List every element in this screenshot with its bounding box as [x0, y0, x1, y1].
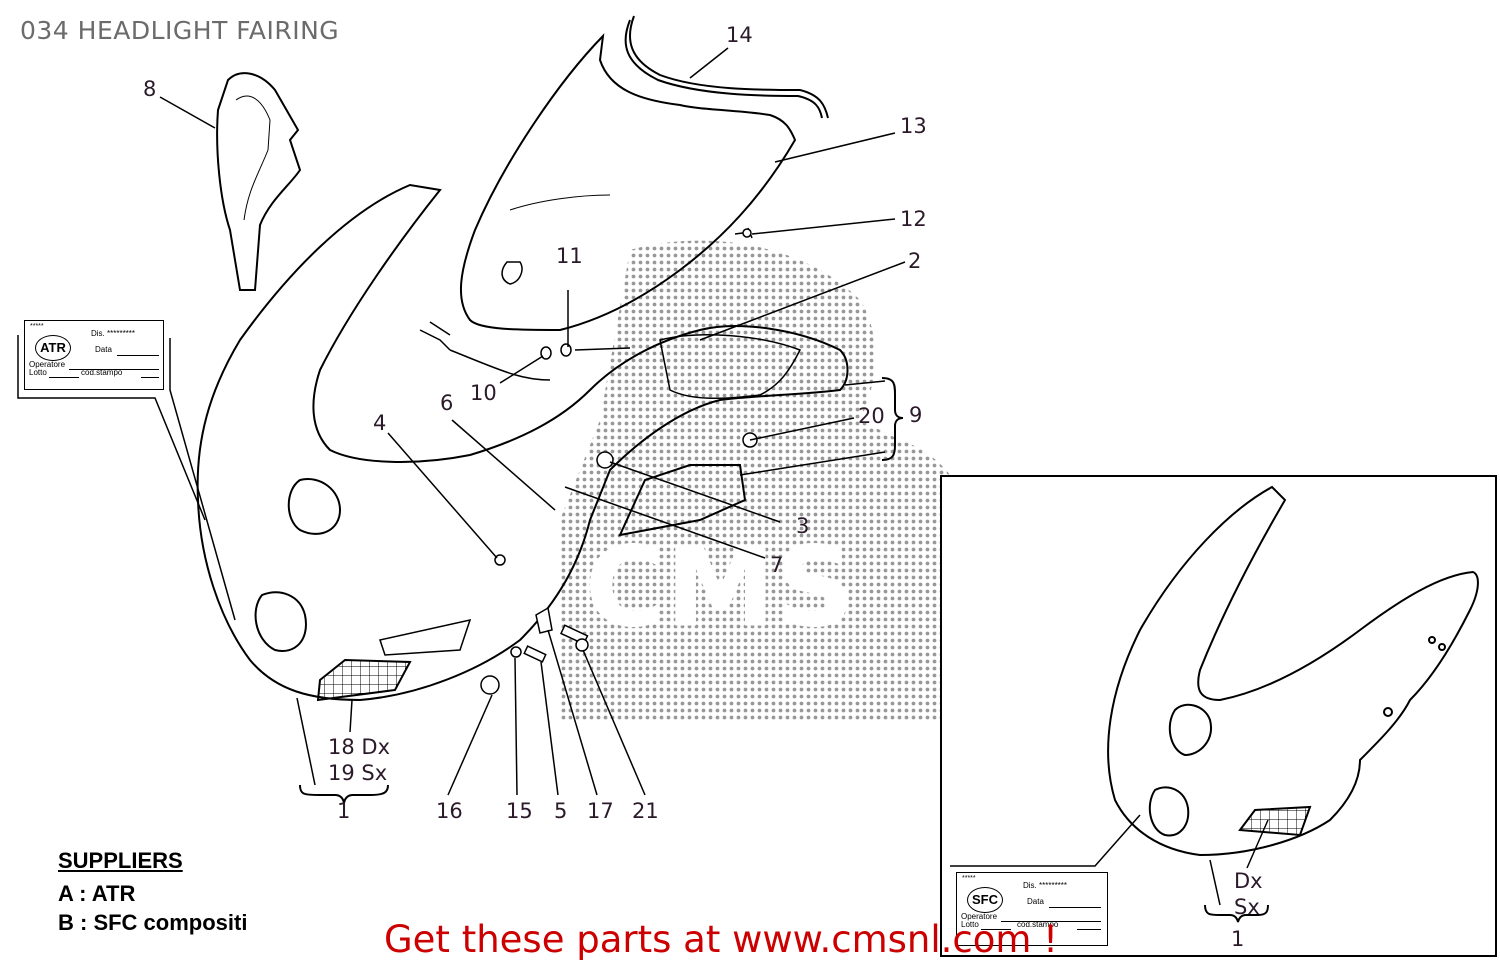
page-title: 034 HEADLIGHT FAIRING — [20, 16, 340, 45]
tag-lotto-line — [49, 377, 79, 378]
tag-stars: ***** — [30, 323, 44, 330]
callout-1-main: 1 — [337, 799, 350, 823]
supplier-a: A : ATR — [58, 881, 136, 906]
atr-logo: ATR — [35, 335, 71, 361]
callout-21: 21 — [632, 799, 659, 823]
tag-cod-stampo: cod.stampo — [81, 368, 123, 377]
callout-17: 17 — [587, 799, 614, 823]
inset-leader-lines — [950, 814, 1269, 906]
tag-operatore-line — [1001, 921, 1101, 922]
tag-data: Data — [1027, 897, 1044, 906]
tag-operatore: Operatore — [961, 912, 998, 921]
tag-stars: ***** — [962, 875, 976, 882]
callout-inset-dx: Dx — [1234, 869, 1263, 893]
fasteners — [419, 227, 758, 695]
tag-cod-line — [1077, 929, 1101, 930]
callout-7: 7 — [770, 553, 783, 577]
callout-15: 15 — [506, 799, 533, 823]
part-13-windscreen — [459, 33, 797, 332]
callout-inset-sx: Sx — [1234, 895, 1260, 919]
promo-link[interactable]: Get these parts at www.cmsnl.com ! — [384, 918, 1059, 961]
callout-20: 20 — [858, 404, 885, 428]
tag-dis: Dis. ********* — [1023, 881, 1068, 890]
callout-8: 8 — [143, 77, 156, 101]
callout-19: 19 Sx — [328, 761, 387, 785]
tag-operatore: Operatore — [29, 360, 66, 369]
supplier-b: B : SFC compositi — [58, 910, 248, 935]
sfc-logo: SFC — [967, 887, 1003, 913]
callout-3: 3 — [796, 514, 809, 538]
tag-cod-line — [141, 377, 159, 378]
callout-14: 14 — [726, 23, 753, 47]
callout-1-inset: 1 — [1231, 927, 1244, 951]
callout-6: 6 — [440, 391, 453, 415]
callout-9: 9 — [909, 403, 922, 427]
brace-1-main — [299, 784, 389, 804]
part-8-side-panel — [216, 72, 302, 291]
sfc-label-tag: ***** SFC Dis. ********* Data Operatore … — [956, 872, 1108, 946]
tag-lotto: Lotto — [29, 368, 47, 377]
leader-lines — [159, 47, 906, 796]
tag-lotto-line — [981, 929, 1011, 930]
atr-label-tag: ***** ATR Dis. ********* Data Operatore … — [24, 320, 164, 390]
part-1-headlight-fairing — [196, 183, 849, 702]
tag-cod-stampo: cod.stampo — [1017, 920, 1059, 929]
callout-18: 18 Dx — [328, 735, 390, 759]
callout-2: 2 — [908, 249, 921, 273]
part-14-seal — [624, 15, 829, 119]
tag-operatore-line — [69, 369, 159, 370]
callout-5: 5 — [554, 799, 567, 823]
tag-lotto: Lotto — [961, 920, 979, 929]
suppliers-heading: SUPPLIERS — [58, 848, 183, 873]
tag-data-line — [117, 355, 159, 356]
callout-4: 4 — [373, 411, 386, 435]
callout-12: 12 — [900, 207, 927, 231]
callout-13: 13 — [900, 114, 927, 138]
callout-11: 11 — [556, 244, 583, 268]
brace-1-inset — [1204, 904, 1269, 923]
brace-9 — [881, 377, 904, 461]
tag-lead-lines — [17, 335, 236, 621]
tag-dis: Dis. ********* — [91, 329, 136, 338]
watermark-text: CMS — [585, 523, 854, 651]
inset-fairing — [1107, 485, 1479, 857]
callout-16: 16 — [436, 799, 463, 823]
callout-10: 10 — [470, 381, 497, 405]
watermark-logo: CMS — [560, 240, 985, 720]
tag-data: Data — [95, 345, 112, 354]
tag-data-line — [1049, 907, 1101, 908]
